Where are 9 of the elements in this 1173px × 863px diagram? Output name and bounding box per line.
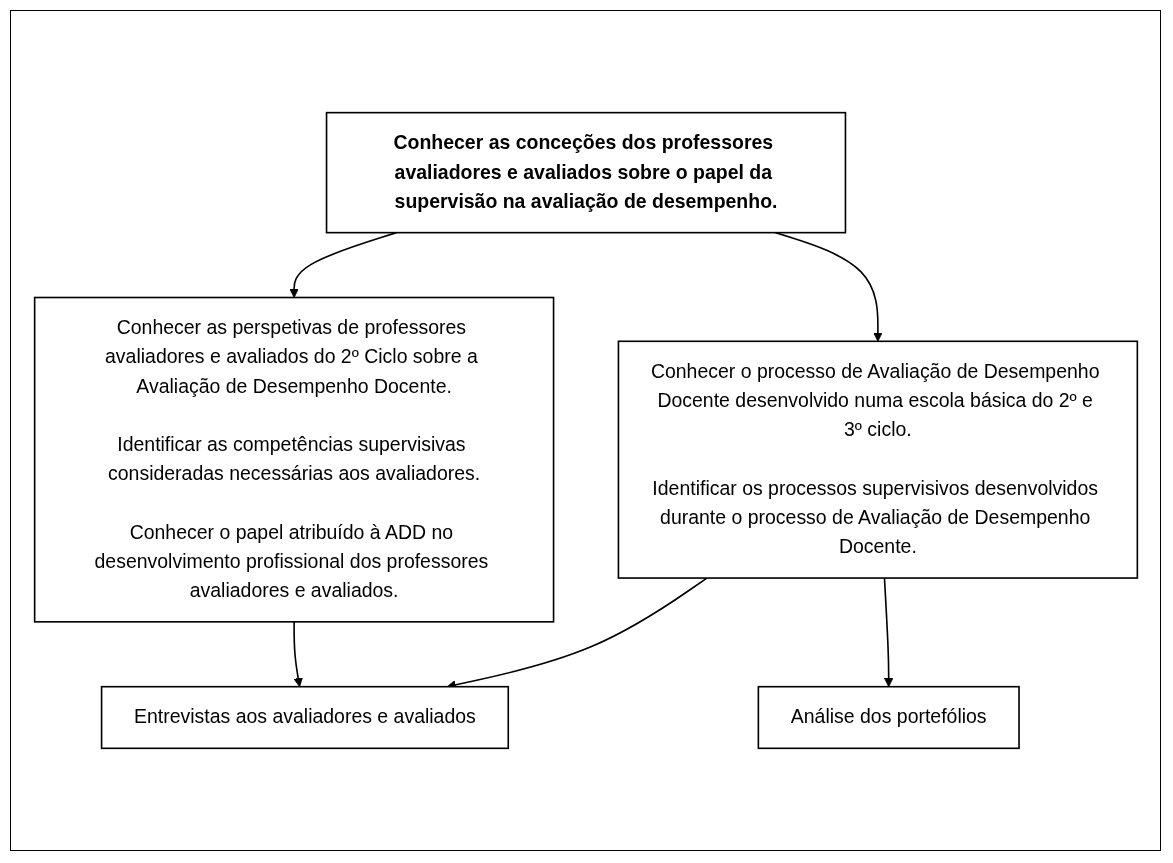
arrow bbox=[883, 577, 893, 688]
node-box: Entrevistas aos avaliadores e avaliados bbox=[100, 685, 509, 750]
arrow bbox=[288, 231, 397, 298]
node-box: Conhecer o processo de Avaliação de Desempenho Docente desenvolvido numa escola básica do 2º e 3º ciclo. Identificar os processos supervisivos desenvolvidos durante o processo de Avaliação de Desempenho Docente. bbox=[617, 340, 1138, 579]
arrow bbox=[292, 621, 303, 688]
node-box: Análise dos portefólios bbox=[757, 685, 1020, 750]
node-box: Conhecer as conceções dos professores avaliadores e avaliados sobre o papel da supervisão na avaliação de desempenho. bbox=[325, 111, 846, 234]
arrow bbox=[774, 231, 883, 342]
node-box: Conhecer as perspetivas de professores avaliadores e avaliados do 2º Ciclo sobre a Avaliação de Desempenho Docente. Identificar as competências supervisivas consideradas necessárias aos avaliadores. Conhecer o papel atribuído à ADD no desenvolvimento profissional dos professores avaliadores e avaliados. bbox=[33, 296, 554, 623]
